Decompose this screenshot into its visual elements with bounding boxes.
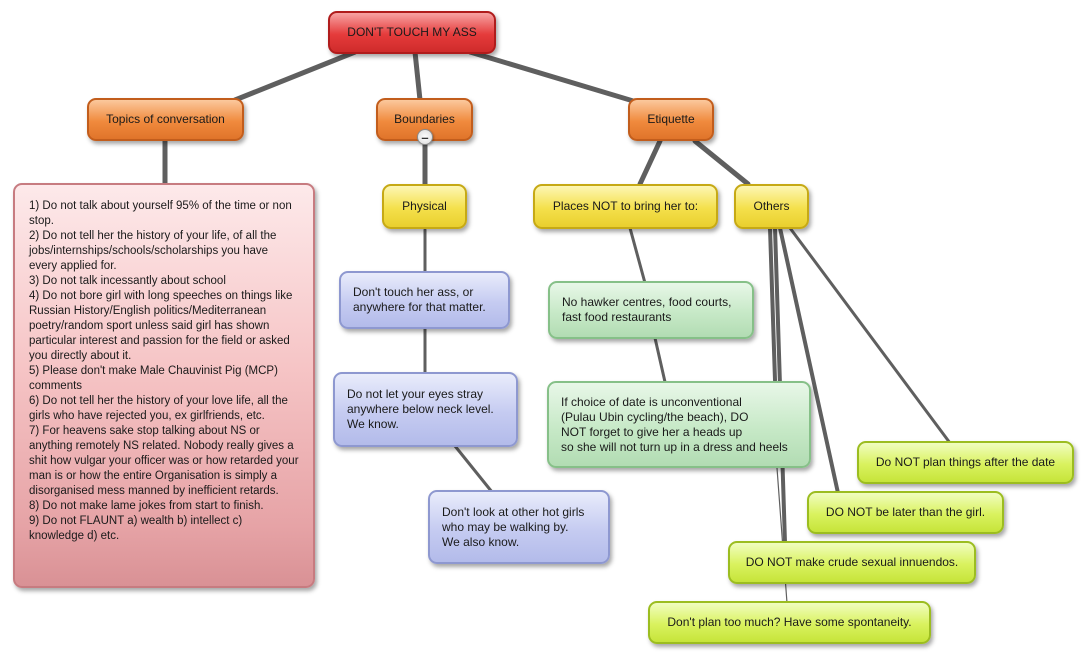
subtopic-label: Places NOT to bring her to: [552,199,699,213]
branch-label: Topics of conversation [106,112,225,126]
leaf-text: Do NOT plan things after the date [875,455,1056,469]
subtopic-label: Others [753,199,790,213]
places-item[interactable]: No hawker centres, food courts, fast foo… [548,281,754,339]
others-item[interactable]: DO NOT be later than the girl. [807,491,1004,534]
link-physical-item3 [453,444,494,494]
link-others-item4 [768,226,777,382]
link-etiquette-places [637,138,663,187]
minus-icon: – [421,129,429,145]
branch-label: Boundaries [394,112,455,126]
collapse-toggle-icon[interactable]: – [417,129,433,145]
link-places-item2 [653,336,667,384]
others-item[interactable]: Don't plan too much? Have some spontanei… [648,601,931,644]
leaf-text: DO NOT be later than the girl. [825,505,986,519]
root-label: DON'T TOUCH MY ASS [347,25,477,39]
link-root-etiquette [467,49,643,106]
others-item[interactable]: Do NOT plan things after the date [857,441,1074,484]
leaf-text: DO NOT make crude sexual innuendos. [745,555,959,569]
leaf-text: Don't touch her ass, or anywhere for tha… [353,285,486,314]
link-root-boundaries [412,49,423,103]
leaf-text: Don't plan too much? Have some spontanei… [667,615,912,629]
subtopic-others[interactable]: Others [734,184,809,229]
link-places-item1 [628,226,647,285]
subtopic-places-not-to-bring-her[interactable]: Places NOT to bring her to: [533,184,718,229]
branch-etiquette[interactable]: Etiquette [628,98,714,141]
leaf-text: No hawker centres, food courts, fast foo… [562,295,732,324]
root-node[interactable]: DON'T TOUCH MY ASS [328,11,496,54]
link-others-item2 [778,226,840,495]
places-item[interactable]: If choice of date is unconventional (Pul… [547,381,811,468]
others-item[interactable]: DO NOT make crude sexual innuendos. [728,541,976,584]
topics-list-box[interactable]: 1) Do not talk about yourself 95% of the… [13,183,315,588]
physical-item[interactable]: Don't touch her ass, or anywhere for tha… [339,271,510,329]
subtopic-label: Physical [402,199,447,213]
physical-item[interactable]: Do not let your eyes stray anywhere belo… [333,372,518,447]
branch-topics-of-conversation[interactable]: Topics of conversation [87,98,244,141]
leaf-text: If choice of date is unconventional (Pul… [561,394,788,454]
link-etiquette-others [692,138,751,187]
link-others-item1 [788,226,952,445]
leaf-text: Don't look at other hot girls who may be… [442,504,585,549]
link-root-topics [232,49,358,103]
subtopic-physical[interactable]: Physical [382,184,467,229]
leaf-text: Do not let your eyes stray anywhere belo… [347,387,494,431]
branch-label: Etiquette [647,112,695,126]
topics-list-text: 1) Do not talk about yourself 95% of the… [29,200,299,542]
physical-item[interactable]: Don't look at other hot girls who may be… [428,490,610,564]
